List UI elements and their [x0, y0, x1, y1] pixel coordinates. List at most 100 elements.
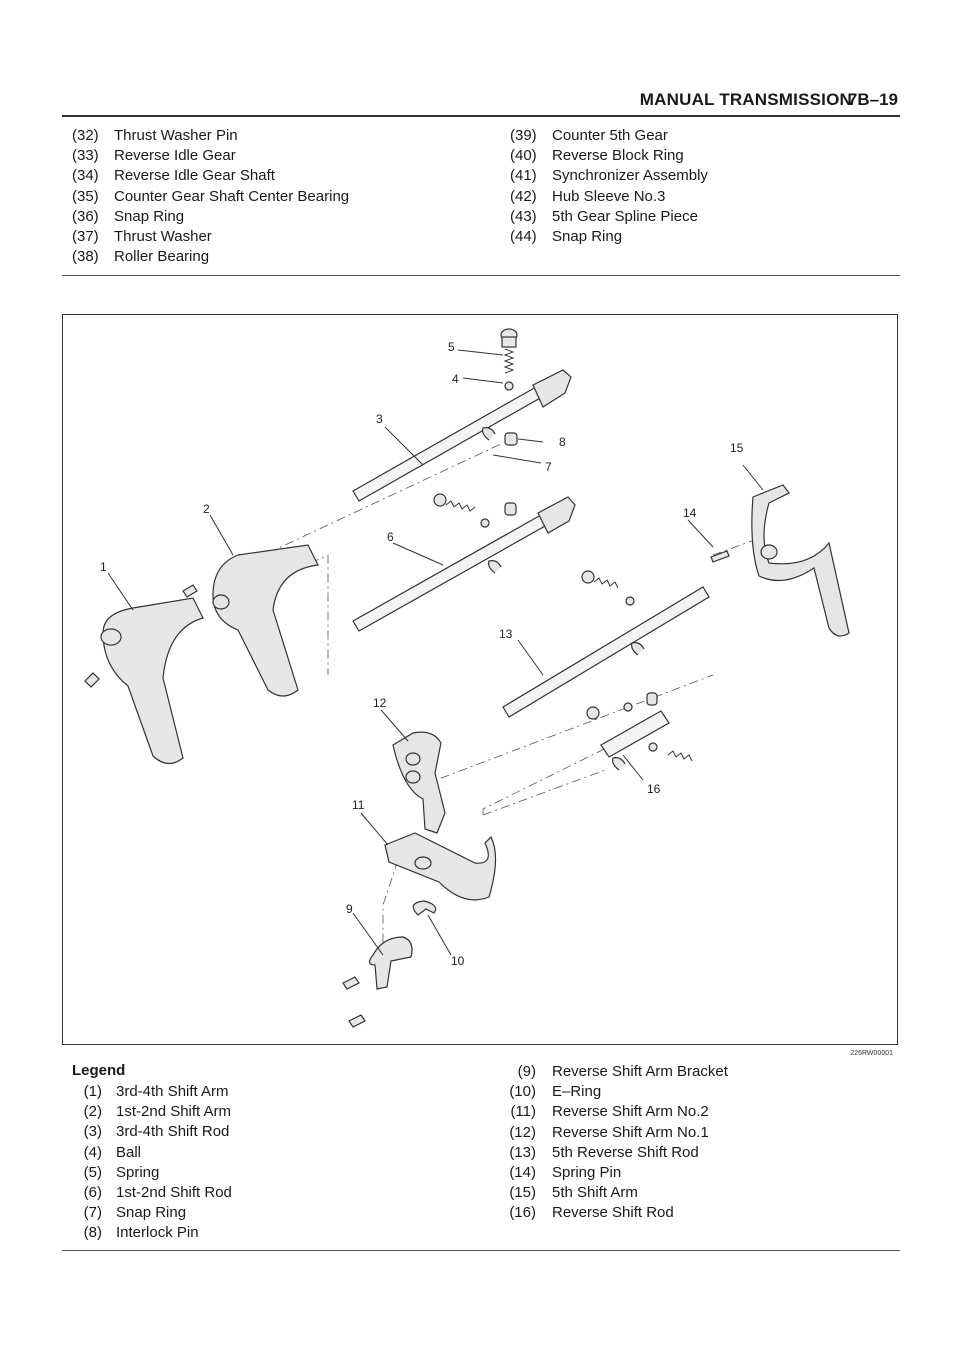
arm-bore — [405, 752, 421, 766]
item-number: (12) — [509, 1123, 536, 1141]
list-item: (1)3rd-4th Shift Arm — [72, 1082, 232, 1102]
list-item: (16)Reverse Shift Rod — [496, 1203, 728, 1223]
ball-icon — [625, 596, 635, 606]
alignment-line — [422, 674, 714, 786]
header-rule — [62, 115, 900, 117]
callout-11: 11 — [352, 798, 365, 812]
list-item: (37)Thrust Washer — [72, 227, 349, 247]
item-label: Roller Bearing — [114, 248, 210, 266]
item-number: (38) — [72, 248, 99, 266]
item-label: Snap Ring — [552, 228, 623, 246]
item-number: (5) — [83, 1163, 102, 1181]
callout-16: 16 — [647, 782, 661, 796]
leader-line — [457, 349, 504, 356]
leader-line — [392, 542, 444, 566]
item-number: (16) — [509, 1204, 536, 1222]
item-number: (42) — [510, 187, 537, 205]
shift-rod-3rd-4th — [352, 382, 550, 502]
list-item: (14)Spring Pin — [496, 1163, 728, 1183]
leader-line — [517, 438, 544, 443]
leader-line — [462, 377, 504, 384]
list-item: (7)Snap Ring — [72, 1203, 232, 1223]
page-header: MANUAL TRANSMISSION 7B–19 — [0, 90, 960, 114]
list-item: (36)Snap Ring — [72, 207, 349, 227]
alignment-line — [482, 768, 609, 816]
item-label: Interlock Pin — [116, 1224, 199, 1242]
plug-body — [501, 336, 517, 348]
spring-icon — [503, 348, 515, 374]
list-item: (32) Thrust Washer Pin — [72, 126, 349, 146]
footer-rule — [62, 1250, 900, 1251]
item-number: (41) — [510, 167, 537, 185]
rod-end — [532, 369, 572, 408]
arm-bore — [414, 856, 432, 870]
leader-line — [517, 639, 544, 676]
alignment-line — [267, 442, 504, 554]
leader-line — [492, 454, 542, 464]
item-number: (9) — [517, 1063, 536, 1080]
leader-line — [360, 812, 389, 846]
item-label: 1st-2nd Shift Rod — [116, 1184, 232, 1202]
list-item: (9) Reverse Shift Arm Bracket — [496, 1062, 728, 1082]
list-item: (40) Reverse Block Ring — [510, 146, 708, 166]
item-label: 5th Reverse Shift Rod — [552, 1143, 699, 1161]
item-number: (13) — [509, 1143, 536, 1161]
list-item: (38) Roller Bearing — [72, 247, 349, 267]
shift-arm-1st-2nd — [212, 544, 319, 697]
callout-4: 4 — [452, 372, 459, 386]
leader-line — [687, 519, 714, 548]
bolt-icon — [348, 1014, 366, 1028]
list-item: (2)1st-2nd Shift Arm — [72, 1102, 232, 1122]
list-item: (33)Reverse Idle Gear — [72, 146, 349, 166]
legend-list-left: (1)3rd-4th Shift Arm (2)1st-2nd Shift Ar… — [72, 1082, 232, 1244]
ball-icon — [480, 518, 490, 528]
callout-15: 15 — [730, 441, 744, 455]
item-number: (14) — [509, 1164, 536, 1182]
item-number: (7) — [83, 1204, 102, 1222]
list-item: (44)Snap Ring — [510, 227, 708, 247]
legend-list-right: (9)Reverse Shift Arm Bracket (10)E–Ring … — [496, 1062, 728, 1224]
item-label: Reverse Block Ring — [552, 147, 684, 165]
item-number: (35) — [72, 187, 99, 205]
exploded-diagram: 5 4 3 8 7 15 14 2 6 1 13 12 16 11 9 10 2… — [62, 314, 898, 1057]
legend-heading: Legend — [72, 1062, 126, 1079]
item-number: (40) — [510, 147, 537, 165]
callout-10: 10 — [451, 954, 465, 968]
item-label: E–Ring — [552, 1083, 602, 1101]
list-item: (5)Spring — [72, 1163, 232, 1183]
section-divider — [62, 275, 900, 276]
item-label: Reverse Shift Arm Bracket — [552, 1063, 728, 1080]
item-number: (10) — [509, 1083, 536, 1101]
list-item: (13) 5th Reverse Shift Rod — [496, 1143, 728, 1163]
item-label: 3rd-4th Shift Arm — [116, 1083, 229, 1100]
ball-icon — [648, 742, 658, 752]
item-label: Ball — [116, 1143, 142, 1161]
plug-icon — [586, 706, 600, 720]
page-number: 7B–19 — [847, 90, 898, 109]
item-number: (36) — [72, 207, 99, 225]
reverse-shift-arm-no1 — [392, 731, 446, 834]
callout-13: 13 — [499, 627, 513, 641]
shift-rod-1st-2nd — [352, 510, 555, 632]
item-number: (15) — [509, 1184, 536, 1202]
shift-arm-3rd-4th — [102, 597, 204, 765]
list-item: (8)Interlock Pin — [72, 1223, 232, 1243]
callout-2: 2 — [203, 502, 210, 516]
item-number: (39) — [510, 127, 537, 144]
list-item: (39)Counter 5th Gear — [510, 126, 708, 146]
alignment-line — [292, 554, 329, 675]
ball-icon — [623, 702, 633, 712]
alignment-line — [482, 719, 664, 815]
item-number: (2) — [83, 1103, 102, 1121]
callout-12: 12 — [373, 696, 387, 710]
item-number: (32) — [72, 127, 99, 144]
snap-ring-icon — [631, 642, 645, 656]
item-label: Thrust Washer Pin — [114, 127, 238, 144]
item-number: (3) — [83, 1123, 102, 1141]
arm-bore — [100, 628, 122, 646]
interlock-pin-icon — [646, 692, 658, 706]
snap-ring-icon — [488, 560, 502, 574]
list-item: (43)5th Gear Spline Piece — [510, 207, 708, 227]
item-label: Reverse Shift Arm No.1 — [552, 1123, 709, 1141]
item-label: Reverse Idle Gear — [114, 147, 236, 165]
